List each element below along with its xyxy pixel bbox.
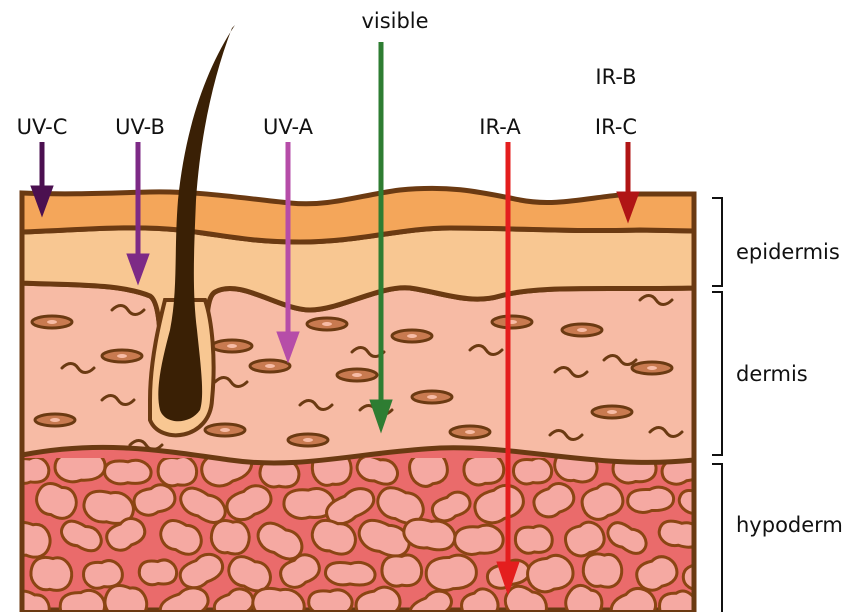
dermis-bracket (712, 292, 722, 455)
uva-label: UV-A (263, 115, 314, 139)
uvb-label: UV-B (115, 115, 165, 139)
fat-cell (10, 457, 49, 484)
dermis-cell (492, 316, 532, 328)
fat-cell (308, 590, 352, 612)
fat-cell (105, 460, 152, 484)
fat-cell (454, 524, 504, 555)
fat-cell (515, 526, 553, 554)
visible-label: visible (361, 9, 428, 33)
dermis-label: dermis (736, 362, 808, 386)
dermis-cell (562, 324, 602, 336)
dermis-cell (102, 350, 142, 362)
fat-cell (513, 457, 552, 484)
dermis-cell (250, 360, 290, 372)
dermis-cell (412, 391, 452, 403)
layer-brackets (712, 198, 722, 612)
fat-cell (627, 486, 675, 514)
dermis-cell (288, 434, 328, 446)
hypodermis-label: hypoderm (736, 513, 843, 537)
dermis-cell (205, 424, 245, 436)
dermis-cell (592, 406, 632, 418)
dermis-cell (450, 426, 490, 438)
dermis-cell (307, 318, 347, 330)
dermis-cell (35, 414, 75, 426)
dermis-cell (337, 369, 377, 381)
fat-cell (29, 555, 73, 592)
irc-label: IR-C (595, 115, 637, 139)
fat-cell (325, 561, 375, 586)
epidermis-bracket (712, 198, 722, 286)
irb-label: IR-B (595, 65, 636, 89)
fat-cell (139, 560, 177, 585)
uvc-label: UV-C (17, 115, 68, 139)
hypodermis-layer (6, 440, 731, 612)
dermis-cell (212, 340, 252, 352)
ira-label: IR-A (479, 115, 521, 139)
fat-cell (158, 456, 197, 486)
dermis-cell (392, 330, 432, 342)
epidermis-label: epidermis (736, 240, 840, 264)
fat-cell (382, 555, 422, 586)
dermis-cell (632, 362, 672, 374)
hypodermis-bracket (712, 464, 722, 612)
fat-cell (581, 552, 623, 590)
dermis-cell (32, 316, 72, 328)
